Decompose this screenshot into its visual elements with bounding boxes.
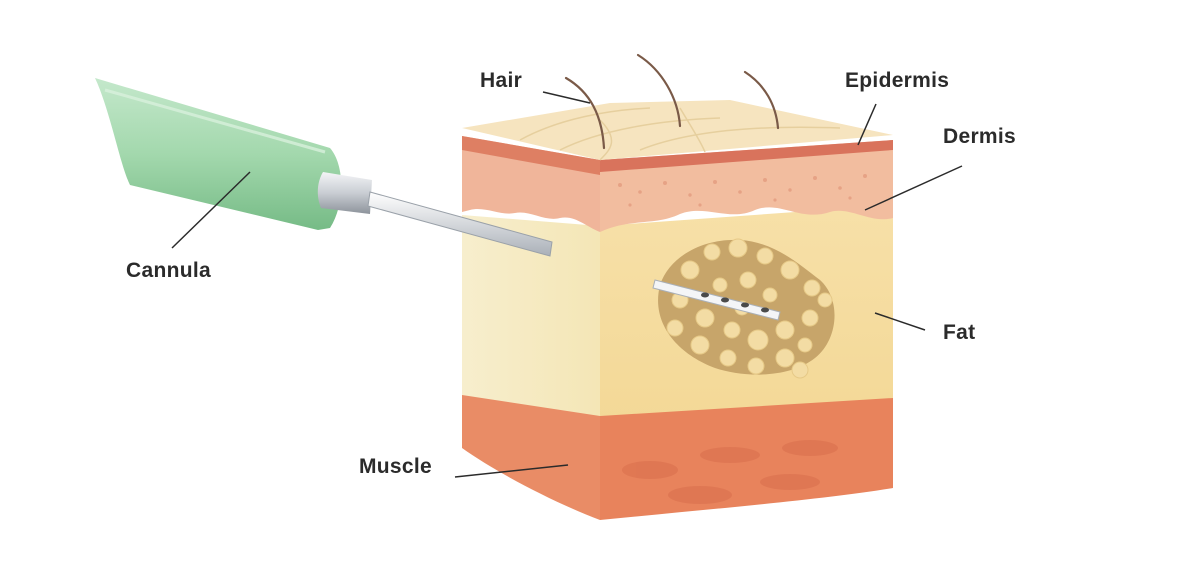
cannula-handle <box>95 78 342 230</box>
hair-strand <box>636 53 682 128</box>
dermis-label: Dermis <box>943 125 1017 148</box>
cannula-label: Cannula <box>126 259 211 282</box>
hair-strand <box>564 76 606 150</box>
fat-layer-side <box>462 215 600 420</box>
hair-label: Hair <box>480 69 523 92</box>
cannula-cap <box>317 172 372 214</box>
hair-strands <box>564 53 780 150</box>
epidermis-label: Epidermis <box>845 69 950 92</box>
cannula-instrument <box>95 78 553 257</box>
cannula-leader-line <box>171 171 251 249</box>
cannula-tip-in-fat <box>652 279 781 321</box>
epidermis-layer <box>600 140 893 172</box>
hair-leader-line <box>542 91 591 104</box>
muscle-label: Muscle <box>359 455 432 478</box>
block-left-face <box>462 136 600 520</box>
dermis-leader-line <box>864 165 963 211</box>
muscle-leader-line <box>454 464 569 478</box>
skin-surface-lines <box>519 107 841 161</box>
leader-lines <box>171 91 963 478</box>
epidermis-leader-line <box>857 103 877 146</box>
fat-cell-cluster <box>652 238 835 379</box>
muscle-layer-side <box>462 395 600 520</box>
cannula-needle <box>367 191 553 257</box>
hair-strand <box>743 70 780 130</box>
fat-leader-line <box>874 312 926 331</box>
fat-label: Fat <box>943 321 976 344</box>
